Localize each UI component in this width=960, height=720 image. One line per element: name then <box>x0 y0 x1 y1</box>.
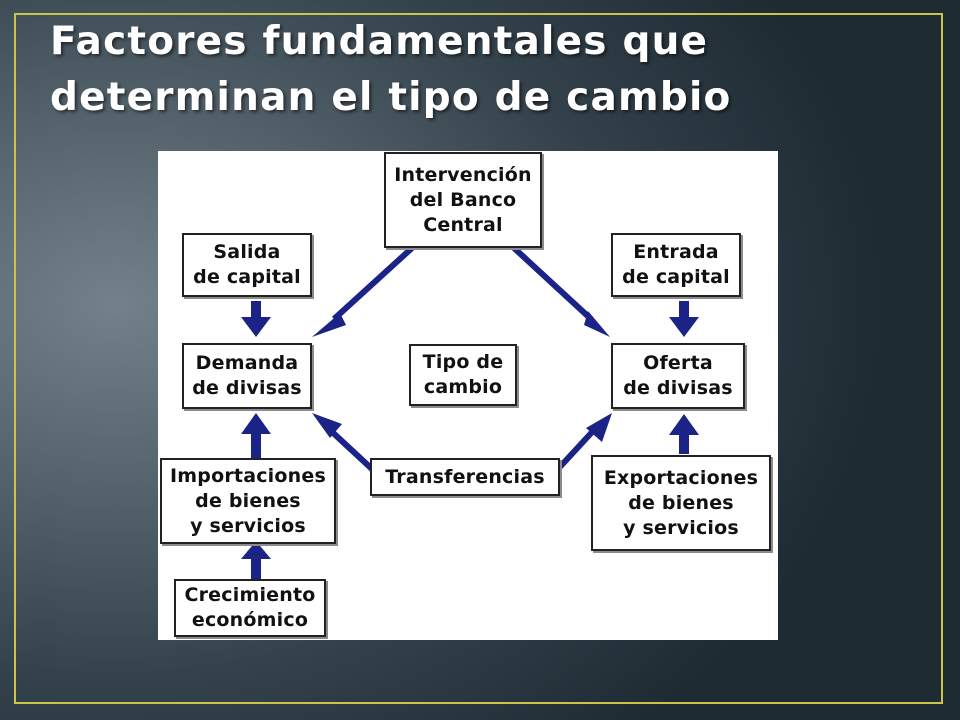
arrow-head-intervencion-demanda <box>312 313 346 337</box>
slide-title: Factores fundamentales que determinan el… <box>50 19 732 120</box>
node-entrada-de-capital: Entrada de capital <box>611 233 741 297</box>
arrow-transferencias-to-demanda <box>327 427 375 472</box>
arrow-exportaciones-to-oferta <box>669 414 699 454</box>
arrow-crecimiento-to-importaciones <box>241 541 271 579</box>
node-salida-de-capital: Salida de capital <box>182 233 312 297</box>
arrow-intervencion-to-demanda <box>331 245 415 322</box>
slide-frame <box>14 13 943 704</box>
node-tipo-de-cambio: Tipo de cambio <box>409 344 517 406</box>
arrow-importaciones-to-demanda <box>241 413 271 458</box>
arrow-head-transferencias-oferta <box>586 413 612 442</box>
diagram-arrows <box>241 245 699 579</box>
node-intervencion-banco-central: Intervención del Banco Central <box>384 152 542 248</box>
arrow-intervencion-to-oferta <box>511 245 594 322</box>
node-importaciones: Importaciones de bienes y servicios <box>160 458 336 544</box>
diagram-panel: Intervención del Banco Central Salida de… <box>158 151 778 640</box>
node-crecimiento-economico: Crecimiento económico <box>174 579 326 637</box>
arrow-salida-to-demanda <box>241 301 271 337</box>
arrow-transferencias-to-oferta <box>555 427 597 472</box>
node-demanda-de-divisas: Demanda de divisas <box>182 343 312 409</box>
arrow-entrada-to-oferta <box>669 301 699 337</box>
arrow-head-transferencias-demanda <box>312 413 342 438</box>
node-transferencias: Transferencias <box>370 458 560 496</box>
node-oferta-de-divisas: Oferta de divisas <box>611 343 745 409</box>
node-exportaciones: Exportaciones de bienes y servicios <box>591 455 771 551</box>
arrow-head-intervencion-oferta <box>584 311 610 337</box>
